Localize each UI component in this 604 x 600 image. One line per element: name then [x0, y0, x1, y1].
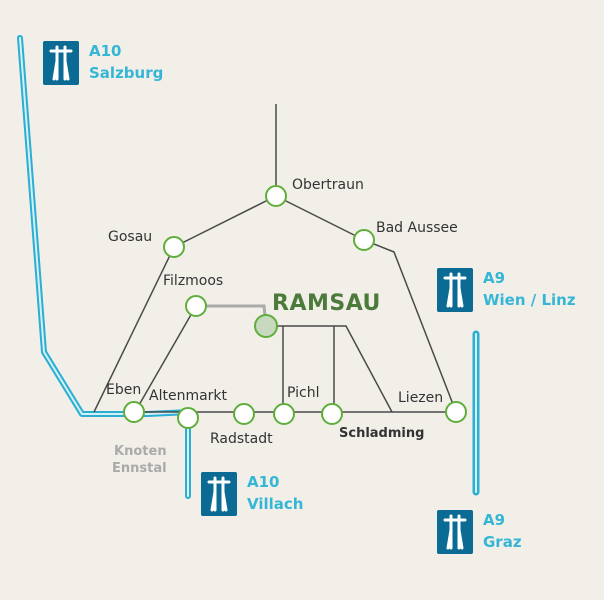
label-obertraun: Obertraun	[292, 177, 364, 193]
label-bad-aussee: Bad Aussee	[376, 220, 458, 236]
motorway-icon	[43, 41, 79, 85]
station-eben	[123, 401, 145, 423]
highway-destination: Wien / Linz	[483, 290, 576, 309]
motorway-icon	[201, 472, 237, 516]
station-schladming	[321, 403, 343, 425]
motorway-icon	[437, 268, 473, 312]
label-ramsau: RAMSAU	[272, 291, 381, 316]
highway-destination: Salzburg	[89, 63, 164, 82]
label-liezen: Liezen	[398, 390, 444, 406]
highway-number: A10	[89, 42, 122, 60]
station-radstadt	[233, 403, 255, 425]
label-radstadt: Radstadt	[210, 431, 273, 447]
highway-destination: Villach	[247, 494, 304, 513]
label-altenmarkt: Altenmarkt	[149, 388, 228, 404]
highway-a10-salzburg	[17, 35, 193, 417]
highway-destination: Graz	[483, 532, 522, 551]
station-obertraun	[265, 185, 287, 207]
highway-number: A9	[483, 269, 506, 287]
label-knoten-ennstal: Knoten Ennstal	[112, 444, 167, 476]
station-liezen	[445, 401, 467, 423]
motorway-icon	[437, 510, 473, 554]
label-eben: Eben	[106, 382, 142, 398]
stations	[123, 185, 467, 429]
road-network	[93, 104, 457, 413]
label-pichl: Pichl	[287, 385, 320, 401]
label-filzmoos: Filzmoos	[163, 273, 224, 289]
label-schladming: Schladming	[339, 426, 425, 441]
station-bad-aussee	[353, 229, 375, 251]
station-gosau	[163, 236, 185, 258]
station-altenmarkt	[177, 407, 199, 429]
station-ramsau	[254, 314, 278, 338]
highway-number: A9	[483, 511, 506, 529]
station-filzmoos	[185, 295, 207, 317]
highway-number: A10	[247, 473, 280, 491]
label-gosau: Gosau	[108, 229, 153, 245]
highway-lines	[17, 35, 480, 499]
station-pichl	[273, 403, 295, 425]
